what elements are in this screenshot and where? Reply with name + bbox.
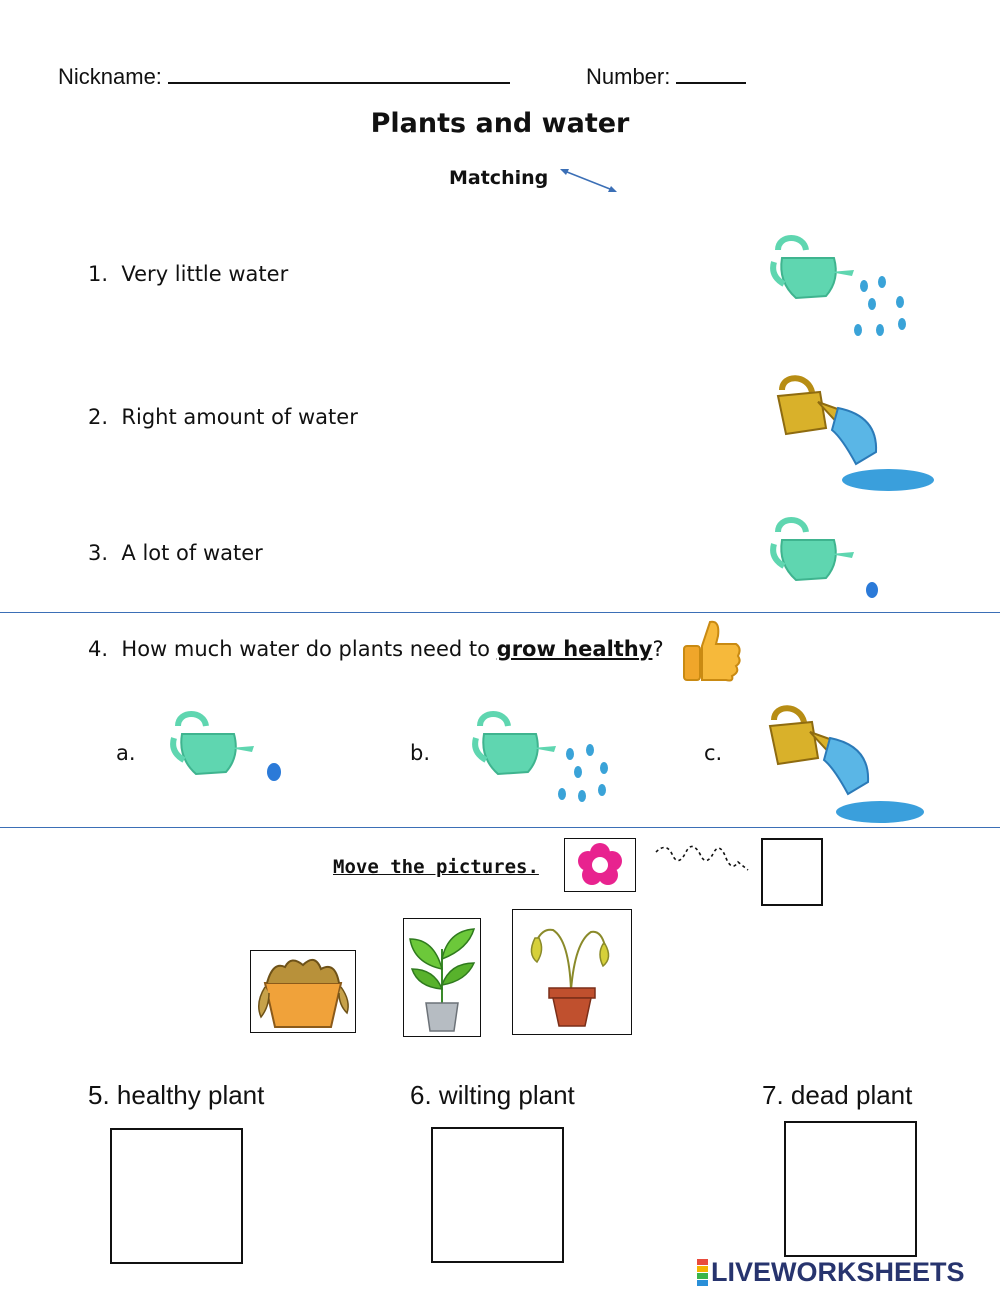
section-subtitle: Matching (449, 167, 549, 189)
question-number: 4. (88, 637, 109, 661)
matching-item-1: 1. Very little water (88, 262, 288, 286)
item-number: 1. (88, 262, 109, 286)
divider (0, 612, 1000, 613)
example-flower-card (564, 838, 636, 892)
item-number: 2. (88, 405, 109, 429)
drop-box-wilting-plant[interactable] (431, 1127, 564, 1263)
drop-box-dead-plant[interactable] (784, 1121, 917, 1257)
dead-plant-icon (258, 958, 349, 1028)
question-mark: ? (652, 637, 664, 661)
target-number: 7. (762, 1080, 784, 1110)
wilting-plant-picture[interactable] (512, 909, 632, 1035)
example-drop-box[interactable] (761, 838, 823, 906)
item-text: Right amount of water (121, 405, 358, 429)
wilting-plant-icon (530, 928, 610, 1027)
target-text: wilting plant (438, 1080, 575, 1110)
page-title: Plants and water (370, 108, 630, 139)
question-4: 4. How much water do plants need to grow… (88, 637, 664, 661)
option-b-label: b. (410, 741, 431, 765)
brand-logo: LIVEWORKSHEETS (697, 1257, 965, 1288)
thumbs-up-icon (683, 620, 741, 682)
pink-flower-icon (578, 843, 622, 885)
watering-can-drops-icon[interactable] (768, 232, 913, 347)
divider (0, 827, 1000, 828)
number-field[interactable]: Number: (586, 62, 747, 90)
option-b-watering-can-drops-icon[interactable] (470, 708, 618, 808)
brand-name: LIVEWORKSHEETS (711, 1257, 965, 1287)
option-c-watering-can-pouring-icon[interactable] (760, 702, 928, 826)
target-label-7: 7. dead plant (762, 1080, 912, 1111)
dashed-path-arrow-icon (655, 845, 749, 871)
watering-can-single-drop-icon[interactable] (768, 514, 886, 602)
target-number: 5. (88, 1080, 110, 1110)
target-label-5: 5. healthy plant (88, 1080, 264, 1111)
healthy-plant-picture[interactable] (403, 918, 481, 1037)
question-emphasis: grow healthy (496, 637, 653, 661)
target-label-6: 6. wilting plant (410, 1080, 575, 1111)
option-a-label: a. (116, 741, 136, 765)
option-c-label: c. (704, 741, 723, 765)
watering-can-pouring-icon[interactable] (768, 372, 936, 494)
move-instruction: Move the pictures. (333, 856, 539, 878)
question-text: How much water do plants need to (121, 637, 490, 661)
target-text: healthy plant (116, 1080, 265, 1110)
item-text: A lot of water (121, 541, 263, 565)
option-a-watering-can-single-drop-icon[interactable] (168, 708, 288, 788)
target-text: dead plant (790, 1080, 913, 1110)
dead-plant-picture[interactable] (250, 950, 356, 1033)
drop-box-healthy-plant[interactable] (110, 1128, 243, 1264)
brand-badge (697, 1259, 708, 1286)
matching-item-3: 3. A lot of water (88, 541, 263, 565)
number-label: Number: (586, 64, 671, 89)
matching-item-2: 2. Right amount of water (88, 405, 358, 429)
item-text: Very little water (121, 262, 289, 286)
nickname-field[interactable]: Nickname: (58, 62, 511, 90)
target-number: 6. (410, 1080, 432, 1110)
double-arrow-icon (560, 169, 617, 192)
item-number: 3. (88, 541, 109, 565)
healthy-plant-icon (409, 928, 476, 1032)
nickname-blank[interactable] (168, 62, 511, 84)
number-blank[interactable] (676, 62, 747, 84)
nickname-label: Nickname: (58, 64, 162, 89)
